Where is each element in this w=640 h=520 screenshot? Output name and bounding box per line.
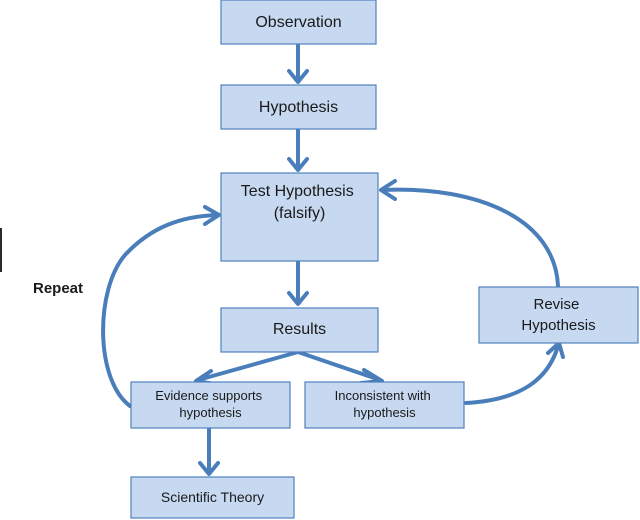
node-scientific-theory: Scientific Theory (130, 476, 295, 519)
node-results-text: Results (273, 321, 326, 338)
arrow-observation-to-hypothesis (287, 42, 309, 84)
node-inconsistent: Inconsistent with hypothesis (304, 381, 465, 429)
node-results: Results (220, 307, 379, 353)
node-inconsistent-text: Inconsistent with hypothesis (335, 388, 435, 420)
arrow-repeat-loop (101, 205, 221, 408)
node-hypothesis-text: Hypothesis (259, 99, 338, 116)
arrow-evidence-to-theory (198, 426, 220, 476)
repeat-label: Repeat (33, 280, 84, 297)
arrow-test-to-results (287, 259, 309, 306)
left-edge-mark (0, 228, 2, 272)
arrow-hypothesis-to-test (287, 127, 309, 172)
node-observation: Observation (220, 0, 377, 45)
arrow-inconsistent-to-revise (464, 341, 565, 405)
node-hypothesis: Hypothesis (220, 84, 377, 130)
arrow-results-to-inconsistent (296, 350, 384, 385)
node-test-hypothesis-text: Test Hypothesis (falsify) (241, 183, 358, 222)
node-revise-hypothesis-text: Revise Hypothesis (521, 296, 595, 334)
node-scientific-theory-text: Scientific Theory (161, 489, 264, 505)
node-test-hypothesis: Test Hypothesis (falsify) (220, 172, 379, 262)
arrow-results-to-evidence (194, 350, 300, 386)
arrow-revise-to-test (379, 179, 560, 288)
node-observation-text: Observation (255, 14, 341, 31)
node-revise-hypothesis: Revise Hypothesis (478, 286, 639, 344)
node-evidence-supports-text: Evidence supports hypothesis (155, 388, 266, 420)
node-evidence-supports: Evidence supports hypothesis (130, 381, 291, 429)
